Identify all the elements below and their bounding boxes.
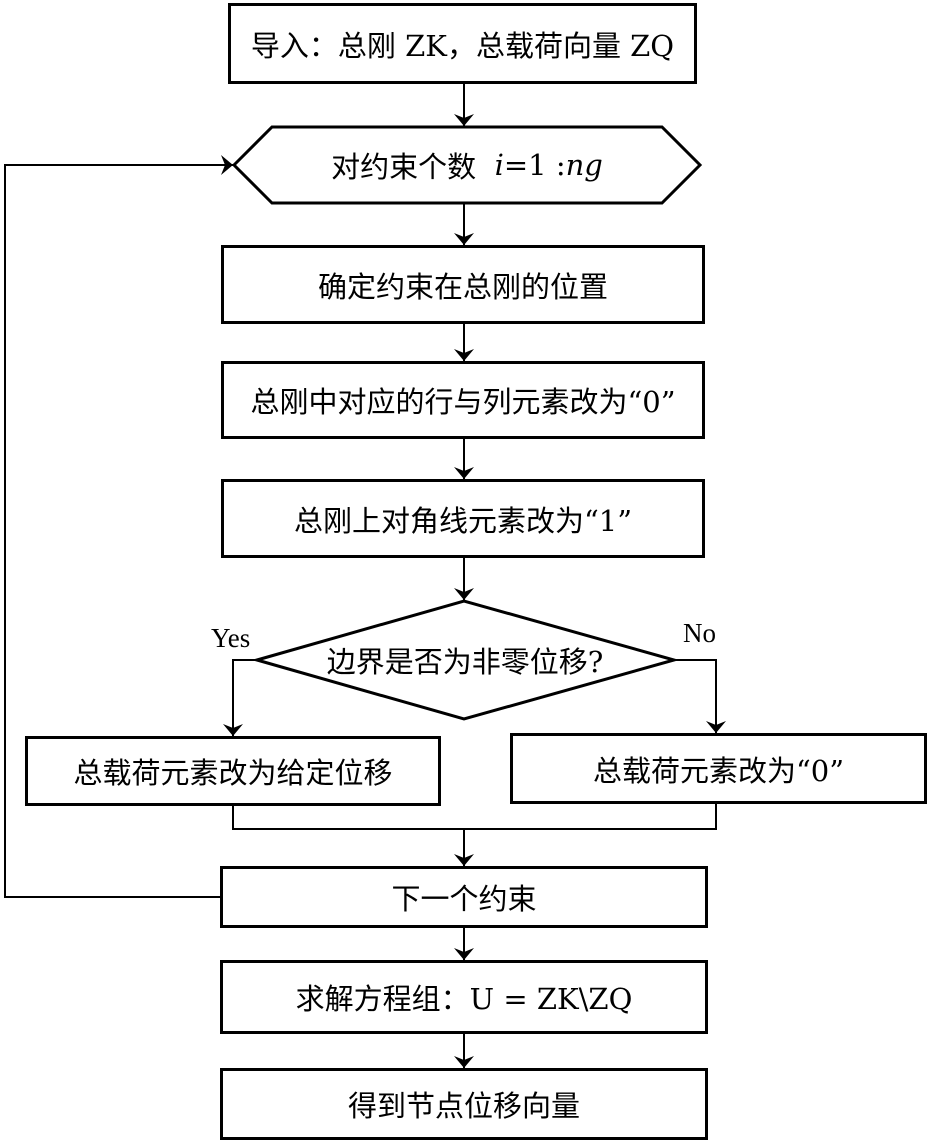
next-constraint-text: 下一个约束 bbox=[391, 882, 537, 916]
arrow-loop-back bbox=[4, 155, 233, 898]
import-box: 导入：总刚 ZK，总载荷向量 ZQ bbox=[228, 3, 697, 84]
zero-rowcol-box: 总刚中对应的行与列元素改为“0” bbox=[221, 361, 705, 439]
decision-label: 边界是否为非零位移? bbox=[300, 630, 630, 690]
import-text: 导入：总刚 ZK，总载荷向量 ZQ bbox=[250, 28, 675, 63]
solve-box: 求解方程组：U = ZK\ZQ bbox=[220, 960, 708, 1034]
diag-one-text: 总刚上对角线元素改为“1” bbox=[293, 503, 633, 538]
loop-hexagon bbox=[231, 125, 703, 205]
loop-range: =1 : bbox=[503, 148, 566, 182]
locate-text: 确定约束在总刚的位置 bbox=[317, 269, 608, 304]
loop-var-i: i bbox=[494, 148, 504, 182]
diag-one-box: 总刚上对角线元素改为“1” bbox=[221, 479, 705, 558]
loop-prefix: 对约束个数 bbox=[331, 150, 477, 184]
no-label: No bbox=[683, 618, 716, 648]
yes-label: Yes bbox=[211, 623, 251, 653]
next-constraint-box: 下一个约束 bbox=[220, 866, 708, 928]
loop-var-ng: ng bbox=[565, 148, 603, 182]
loop-label: 对约束个数 i=1 : ng bbox=[272, 127, 662, 203]
decision-text: 边界是否为非零位移? bbox=[326, 645, 604, 679]
no-action-text: 总载荷元素改为“0” bbox=[592, 753, 845, 788]
yes-action-box: 总载荷元素改为给定位移 bbox=[25, 736, 441, 806]
result-text: 得到节点位移向量 bbox=[347, 1089, 580, 1123]
solve-text: 求解方程组：U = ZK\ZQ bbox=[295, 982, 633, 1016]
yes-action-text: 总载荷元素改为给定位移 bbox=[73, 756, 393, 790]
no-action-box: 总载荷元素改为“0” bbox=[510, 733, 927, 804]
result-box: 得到节点位移向量 bbox=[220, 1068, 708, 1140]
arrow-yes-branch bbox=[223, 659, 257, 736]
merge-line bbox=[232, 804, 717, 830]
locate-box: 确定约束在总刚的位置 bbox=[221, 245, 705, 324]
arrow-no-branch bbox=[674, 659, 726, 733]
zero-rowcol-text: 总刚中对应的行与列元素改为“0” bbox=[250, 385, 676, 419]
